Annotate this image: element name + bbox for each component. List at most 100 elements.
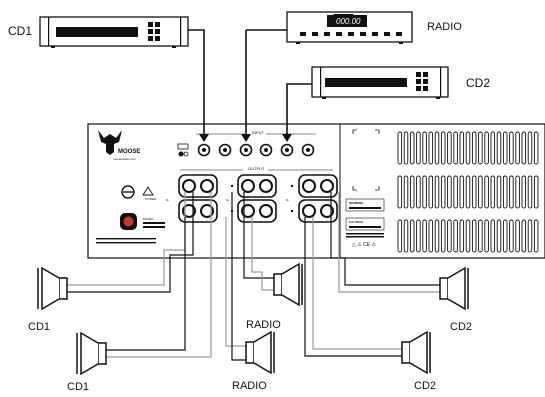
svg-text:SL: SL — [226, 199, 230, 202]
source-cd1: CD1 — [8, 16, 189, 48]
vent-slot — [459, 175, 465, 209]
vent-slot — [490, 131, 496, 165]
brand-name: MOOSE — [118, 149, 140, 155]
vent-slot — [496, 131, 502, 165]
vent-slot — [416, 219, 421, 253]
radio-arrow-icon — [241, 134, 251, 142]
power-switch-icon[interactable] — [123, 216, 134, 227]
vent-slot — [527, 219, 533, 253]
speaker-label: CD2 — [414, 380, 436, 392]
vent-slot — [459, 219, 465, 253]
vent-slot — [434, 175, 440, 209]
vent-slot — [471, 219, 477, 253]
cd1-label: CD1 — [8, 24, 32, 38]
terminal-block[interactable] — [178, 174, 218, 198]
radio-frequency: 000.00 — [336, 17, 361, 26]
vent-slot — [527, 131, 533, 165]
speaker-icon — [409, 330, 428, 375]
cd1-arrow-icon — [199, 134, 209, 142]
cd2-arrow-icon — [282, 134, 292, 142]
output-label: OUTPUT — [248, 166, 265, 171]
vent-slot — [453, 131, 458, 165]
cable-arrows — [199, 134, 292, 142]
vent-slot — [453, 219, 458, 253]
vent-slot — [409, 131, 415, 165]
speaker-label: CD2 — [450, 321, 472, 333]
vent-slot — [465, 219, 471, 253]
vent-slot — [484, 175, 489, 209]
vent-slot — [403, 131, 409, 165]
vent-slot — [403, 175, 409, 209]
speaker-icon — [80, 331, 99, 376]
terminal-block[interactable] — [178, 199, 218, 223]
vent-slot — [397, 131, 403, 165]
amplifier-rear-panel: MOOSE mooseaudio.com INPUT — [87, 123, 545, 259]
vent-slot — [428, 131, 434, 165]
vent-slot — [397, 219, 403, 253]
vent-slot — [496, 175, 502, 209]
vent-slot — [471, 175, 477, 209]
vent-slot — [521, 219, 527, 253]
terminal-block[interactable] — [237, 199, 277, 223]
vent-slot — [453, 175, 458, 209]
speaker-terminals: SL SL SL — [166, 174, 338, 223]
vent-slot — [440, 219, 446, 253]
warning-labels: WARNING CAUTION △ ⚠ CE ⚠ — [345, 198, 385, 248]
vent-slot — [533, 219, 539, 253]
selector-switch[interactable] — [177, 143, 189, 157]
speaker-cd1-lower: CD1 — [67, 331, 107, 393]
vent-slot — [521, 131, 527, 165]
speaker-radio-upper: RADIO — [246, 262, 303, 331]
vent-slot — [434, 219, 440, 253]
vent-slot — [509, 131, 514, 165]
vent-slot — [496, 219, 502, 253]
cd2-input-cable — [286, 83, 312, 136]
speaker-label: RADIO — [246, 319, 281, 331]
vent-slot — [502, 175, 508, 209]
source-radio: 000.00 RADIO — [286, 11, 462, 44]
vent-slot — [403, 219, 409, 253]
speaker-icon — [253, 330, 272, 375]
vent-slot — [478, 175, 483, 209]
rca-inputs — [197, 143, 315, 157]
radio-display — [327, 15, 367, 27]
terminal-block[interactable] — [237, 174, 277, 198]
vent-slot — [521, 175, 527, 209]
vent-slot — [440, 175, 446, 209]
vent-slot — [533, 131, 539, 165]
svg-text:SL: SL — [166, 199, 170, 202]
terminal-block[interactable] — [298, 174, 338, 198]
terminal-block[interactable] — [298, 199, 338, 223]
model-text: MODEL — [143, 217, 154, 221]
warning-triangle-icon — [142, 186, 154, 196]
speaker-cd2-lower: CD2 — [401, 330, 436, 392]
vent-slot — [533, 175, 539, 209]
source-cd2: CD2 — [311, 66, 490, 99]
vent-slot — [465, 131, 471, 165]
vent-slot — [527, 175, 533, 209]
speaker-label: CD1 — [67, 381, 89, 392]
vent-slot — [459, 131, 465, 165]
vent-slot — [409, 175, 415, 209]
vent-slot — [478, 219, 483, 253]
power-section: POWER MODEL — [96, 185, 165, 244]
cd2-display — [325, 78, 407, 87]
vent-slot — [409, 219, 415, 253]
vent-slot — [515, 131, 520, 165]
vent-slot — [502, 131, 508, 165]
vent-slot — [447, 219, 452, 253]
vent-slot — [422, 175, 427, 209]
moose-logo: MOOSE mooseaudio.com — [98, 130, 140, 161]
cd1-input-cable — [188, 29, 205, 136]
speaker-cd2-upper: CD2 — [439, 266, 472, 333]
vent-slot — [502, 219, 508, 253]
input-label: INPUT — [252, 130, 265, 135]
vent-slot — [484, 219, 489, 253]
vent-slot — [447, 175, 452, 209]
vent-slot — [434, 131, 440, 165]
vent-slot — [509, 219, 514, 253]
vent-slot — [515, 219, 520, 253]
cd1-display — [56, 27, 138, 37]
speaker-icon — [447, 266, 466, 311]
